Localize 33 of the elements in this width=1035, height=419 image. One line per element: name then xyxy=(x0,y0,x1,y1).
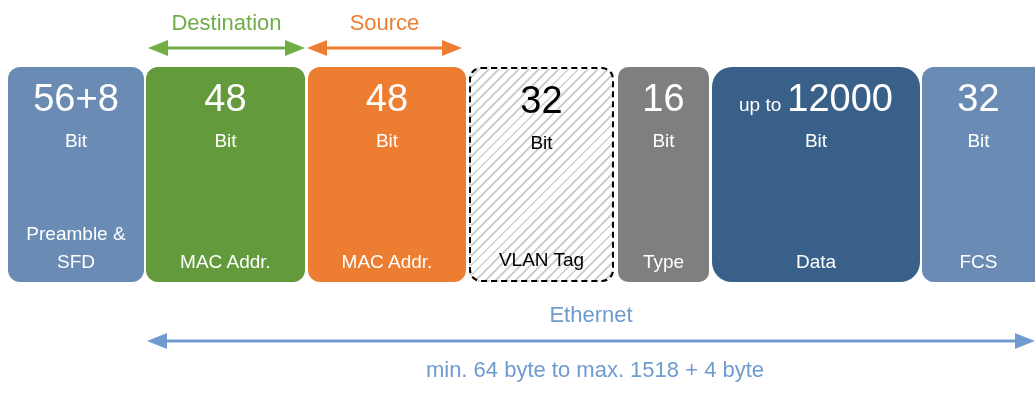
field-name: Data xyxy=(795,250,837,274)
field-name: Type xyxy=(642,250,685,274)
size-prefix: up to xyxy=(739,93,782,117)
bit-count: 16 xyxy=(642,76,685,121)
bit-count: 56+8 xyxy=(33,76,119,121)
field-name: Preamble & SFD xyxy=(25,222,127,274)
frame-size-note: min. 64 byte to max. 1518 + 4 byte xyxy=(425,356,765,383)
bit-count: 32 xyxy=(957,76,1000,121)
span-label: Source xyxy=(349,10,420,36)
field-box xyxy=(712,67,920,282)
bit-count: 48 xyxy=(204,76,247,121)
bit-count: 12000 xyxy=(787,76,893,121)
unit-text: Bit xyxy=(967,129,990,153)
field-name: MAC Addr. xyxy=(341,250,433,274)
unit-text: Bit xyxy=(804,129,828,153)
unit-text: Bit xyxy=(64,129,88,153)
unit-text: Bit xyxy=(652,129,675,153)
field-box xyxy=(618,67,709,282)
field-name: MAC Addr. xyxy=(180,250,271,274)
field-name: FCS xyxy=(959,250,998,274)
field-box xyxy=(469,67,614,282)
bit-count: 48 xyxy=(365,76,409,121)
unit-text: Bit xyxy=(375,129,399,153)
unit-text: Bit xyxy=(214,129,237,153)
field-box xyxy=(922,67,1035,282)
span-label: Destination xyxy=(171,10,282,36)
field-box xyxy=(308,67,466,282)
bit-count: 32 xyxy=(520,78,563,123)
span-label: Ethernet xyxy=(549,302,633,328)
field-name: VLAN Tag xyxy=(498,248,585,272)
field-box xyxy=(8,67,144,282)
unit-text: Bit xyxy=(530,131,553,155)
field-box xyxy=(146,67,305,282)
